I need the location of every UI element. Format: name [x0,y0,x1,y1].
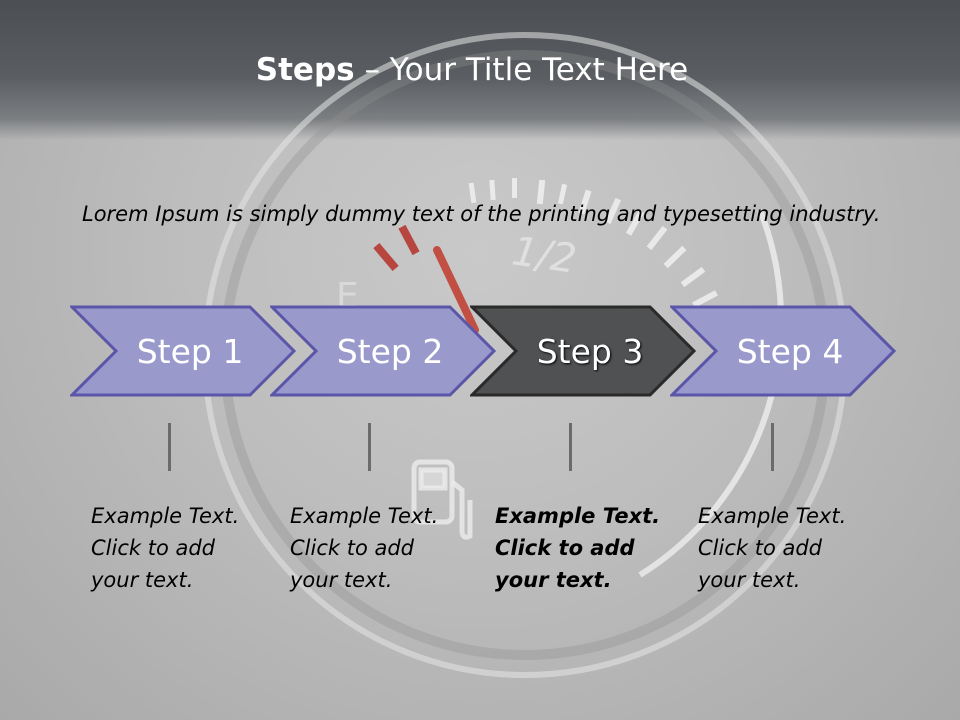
step-text-line: Click to add [290,536,415,560]
step-1-label: Step 1 [136,331,244,371]
chevron-shape [670,305,896,397]
chevron-shape [270,305,496,397]
step-1-text[interactable]: Example Text. Click to add your text. [91,500,266,596]
slide-title: Steps – Your Title Text Here [0,52,944,88]
step-text-line: Example Text. [290,504,439,528]
step-2-label: Step 2 [336,331,444,371]
title-rest: – Your Title Text Here [354,52,689,88]
fuel-pump-icon [411,459,473,540]
step-4-chevron[interactable]: Step 4 [670,305,896,397]
step-text-line: your text. [91,568,194,592]
step-1-chevron[interactable]: Step 1 [70,305,296,397]
step-text-line: your text. [698,568,801,592]
intro-text: Lorem Ipsum is simply dummy text of the … [82,202,881,226]
step-text-line: Click to add [91,536,216,560]
step-text-line: Example Text. [495,504,661,528]
step-text-line: Click to add [698,536,823,560]
step-4-text[interactable]: Example Text. Click to add your text. [698,500,873,596]
step-3-text[interactable]: Example Text. Click to add your text. [495,500,670,596]
gauge-half-label: 1/2 [509,228,579,283]
step-2-connector [368,423,371,471]
title-bold: Steps [255,52,355,88]
step-4-label: Step 4 [736,331,844,371]
step-4-connector [771,423,774,471]
chevron-shape [70,305,296,397]
step-text-line: your text. [495,568,612,592]
step-2-text[interactable]: Example Text. Click to add your text. [290,500,465,596]
step-1-connector [168,423,171,471]
step-text-line: your text. [290,568,393,592]
step-3-label: Step 3 [536,331,644,371]
step-2-chevron[interactable]: Step 2 [270,305,496,397]
gauge-ticks [468,178,718,308]
header-band [0,0,960,140]
step-3-connector [569,423,572,471]
chevron-shape [470,305,696,397]
step-3-chevron[interactable]: Step 3 [470,305,696,397]
step-text-line: Example Text. [698,504,847,528]
step-text-line: Example Text. [91,504,240,528]
step-text-line: Click to add [495,536,635,560]
